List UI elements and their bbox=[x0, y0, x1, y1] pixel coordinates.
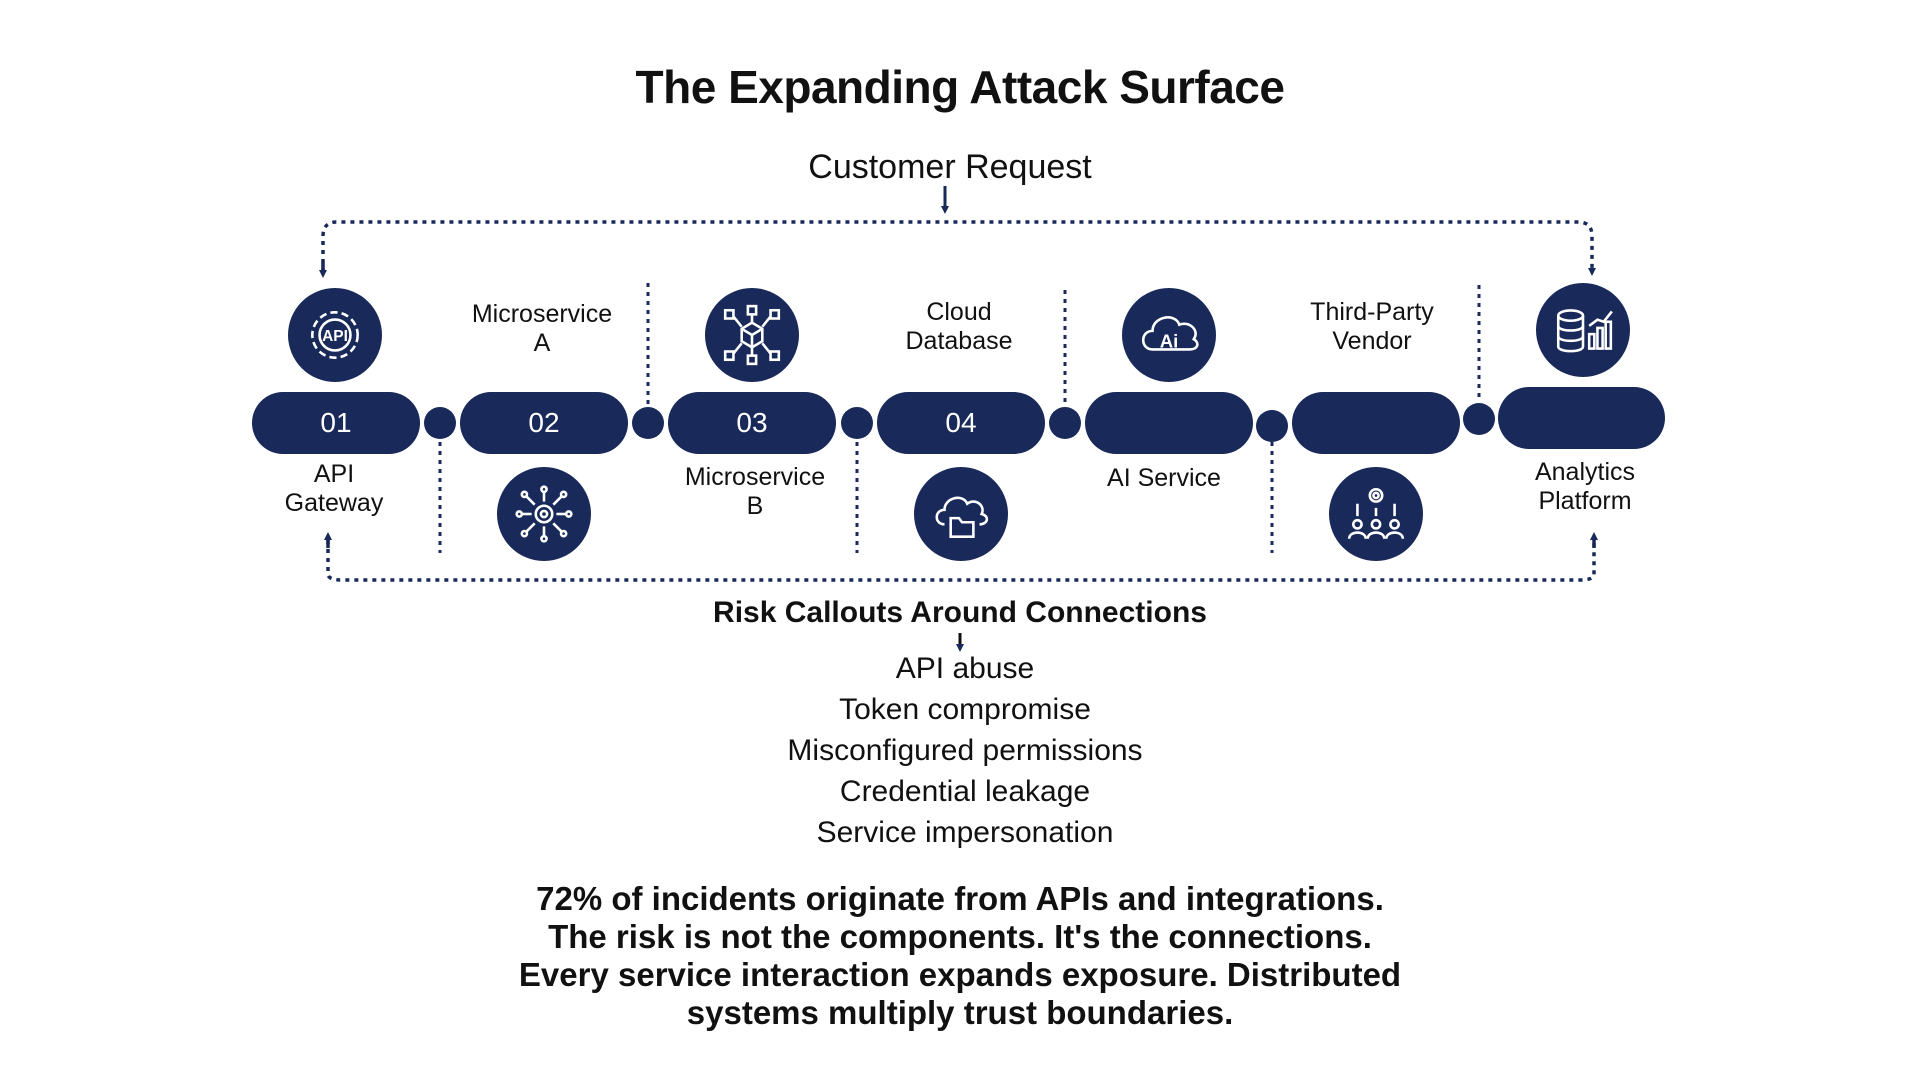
takeaway-line: Every service interaction expands exposu… bbox=[518, 956, 1402, 993]
node-label-line: Third-Party bbox=[1310, 298, 1434, 326]
node-label-line: Microservice bbox=[684, 463, 826, 491]
node-label-line: Gateway bbox=[284, 489, 384, 517]
connector-dot bbox=[424, 407, 456, 439]
takeaway-line: The risk is not the components. It's the… bbox=[548, 918, 1372, 955]
connector-dot bbox=[1463, 403, 1495, 435]
cloud-folder-icon bbox=[914, 467, 1008, 561]
takeaway-statement: 72% of incidents originate from APIs and… bbox=[0, 880, 1920, 1032]
node-label-line: Database bbox=[905, 327, 1013, 355]
node-label-line: Analytics bbox=[1534, 458, 1636, 486]
separators bbox=[438, 283, 1481, 553]
svg-text:Ai: Ai bbox=[1160, 330, 1179, 351]
node-label-analytics-platform: Analytics Platform bbox=[1475, 458, 1695, 516]
connector-dot bbox=[1049, 407, 1081, 439]
node-label-microservice-b: Microservice B bbox=[645, 463, 865, 521]
entry-label: Customer Request bbox=[808, 148, 1092, 186]
diagram-title: The Expanding Attack Surface bbox=[635, 61, 1285, 113]
svg-text:API: API bbox=[322, 328, 348, 345]
step-pill-07 bbox=[1498, 387, 1665, 449]
api-gear-icon: API bbox=[288, 288, 382, 382]
node-label-cloud-database: Cloud Database bbox=[849, 298, 1069, 356]
step-pill-05 bbox=[1085, 392, 1253, 454]
bottom-flow-line bbox=[326, 540, 1596, 582]
risk-item: Misconfigured permissions bbox=[787, 734, 1143, 767]
top-flow-line bbox=[321, 220, 1596, 276]
connector-dot bbox=[1256, 410, 1288, 442]
ai-cloud-icon: Ai bbox=[1122, 288, 1216, 382]
node-label-line: Platform bbox=[1538, 487, 1632, 515]
connector-dot bbox=[632, 407, 664, 439]
node-label-third-party-vendor: Third-Party Vendor bbox=[1262, 298, 1482, 356]
node-label-line: Microservice bbox=[471, 300, 613, 328]
risk-item: Token compromise bbox=[839, 693, 1091, 726]
risk-heading: Risk Callouts Around Connections bbox=[713, 596, 1207, 629]
connector-dot bbox=[841, 407, 873, 439]
step-pill-04: 04 bbox=[877, 392, 1045, 454]
node-label-line: Cloud bbox=[926, 298, 992, 326]
node-label-ai-service: AI Service bbox=[1054, 464, 1274, 493]
node-label-line: AI Service bbox=[1107, 464, 1221, 492]
network-gear-icon bbox=[497, 467, 591, 561]
step-pill-03: 03 bbox=[668, 392, 836, 454]
database-chart-icon bbox=[1536, 283, 1630, 377]
takeaway-line: systems multiply trust boundaries. bbox=[686, 994, 1234, 1031]
node-label-line: API bbox=[313, 460, 355, 488]
node-label-line: B bbox=[746, 492, 764, 520]
team-gear-icon bbox=[1329, 467, 1423, 561]
risk-item: Credential leakage bbox=[839, 775, 1091, 808]
node-label-line: Vendor bbox=[1332, 327, 1412, 355]
node-label-line: A bbox=[533, 329, 551, 357]
step-pill-06 bbox=[1292, 392, 1460, 454]
node-label-microservice-a: Microservice A bbox=[432, 300, 652, 358]
step-pill-01: 01 bbox=[252, 392, 420, 454]
risk-list: API abuse Token compromise Misconfigured… bbox=[0, 648, 1920, 853]
takeaway-line: 72% of incidents originate from APIs and… bbox=[536, 880, 1384, 917]
risk-item: API abuse bbox=[895, 652, 1035, 685]
risk-item: Service impersonation bbox=[816, 816, 1114, 849]
cube-network-icon bbox=[705, 288, 799, 382]
node-label-api-gateway: API Gateway bbox=[224, 460, 444, 518]
step-pill-02: 02 bbox=[460, 392, 628, 454]
